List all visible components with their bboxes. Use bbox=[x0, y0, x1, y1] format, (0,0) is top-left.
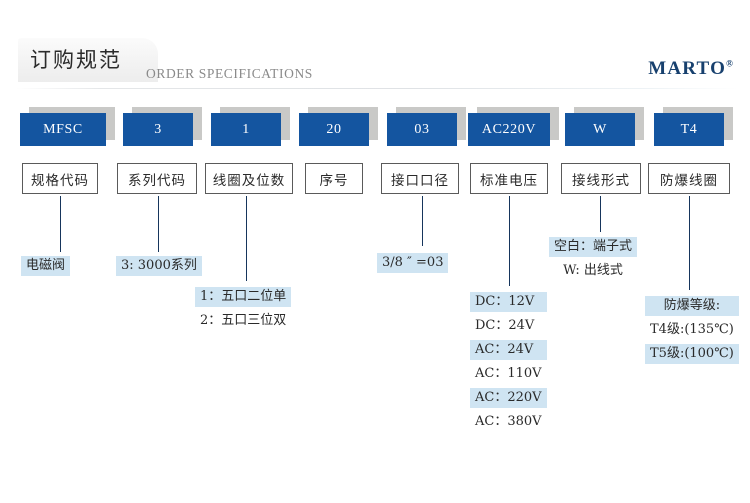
detail-option[interactable]: AC：380V bbox=[475, 414, 542, 429]
code-box-ac220v[interactable]: AC220V bbox=[468, 113, 550, 146]
code-box-03[interactable]: 03 bbox=[387, 113, 457, 146]
detail-option[interactable]: DC：24V bbox=[475, 318, 535, 333]
detail-block-1: 3: 3000系列 bbox=[116, 256, 202, 280]
brand-name: MARTO bbox=[648, 58, 727, 79]
page-title-en: ORDER SPECIFICATIONS bbox=[146, 66, 313, 81]
label-box-7[interactable]: 防爆线圈 bbox=[648, 163, 730, 194]
detail-option[interactable]: 3/8 ″ =03 bbox=[377, 253, 449, 273]
code-box-3[interactable]: 3 bbox=[123, 113, 193, 146]
label-box-0[interactable]: 规格代码 bbox=[22, 163, 98, 194]
connector-line-6 bbox=[600, 196, 602, 232]
detail-block-2: 1：五口二位单 2：五口三位双 bbox=[195, 287, 292, 335]
label-box-1[interactable]: 系列代码 bbox=[117, 163, 197, 194]
code-box-t4[interactable]: T4 bbox=[654, 113, 724, 146]
detail-option[interactable]: AC：110V bbox=[475, 366, 542, 381]
detail-option[interactable]: DC：12V bbox=[470, 292, 547, 312]
detail-option[interactable]: 1：五口二位单 bbox=[195, 287, 292, 307]
brand-logo: MARTO® bbox=[648, 58, 734, 80]
title-tab-background bbox=[18, 38, 158, 82]
code-box-mfsc[interactable]: MFSC bbox=[20, 113, 106, 146]
connector-line-0 bbox=[60, 196, 62, 252]
detail-option[interactable]: 空白：端子式 bbox=[549, 237, 638, 257]
connector-line-4 bbox=[422, 196, 424, 246]
detail-block-7: 防爆等级: T4级:(135℃) T5级:(100℃) bbox=[645, 296, 739, 368]
detail-option[interactable]: 电磁阀 bbox=[21, 256, 71, 276]
header-divider bbox=[16, 88, 738, 89]
page-title-cn: 订购规范 bbox=[30, 48, 122, 72]
code-box-w[interactable]: W bbox=[565, 113, 635, 146]
connector-line-5 bbox=[509, 196, 511, 286]
label-box-6[interactable]: 接线形式 bbox=[561, 163, 641, 194]
detail-option[interactable]: AC：220V bbox=[470, 388, 547, 408]
label-box-5[interactable]: 标准电压 bbox=[470, 163, 548, 194]
detail-option[interactable]: 2：五口三位双 bbox=[200, 313, 287, 328]
label-box-4[interactable]: 接口口径 bbox=[381, 163, 459, 194]
label-box-2[interactable]: 线圈及位数 bbox=[205, 163, 293, 194]
connector-line-7 bbox=[689, 196, 691, 290]
detail-option[interactable]: 3: 3000系列 bbox=[116, 256, 202, 276]
detail-option[interactable]: AC：24V bbox=[470, 340, 547, 360]
code-box-20[interactable]: 20 bbox=[299, 113, 369, 146]
connector-line-1 bbox=[158, 196, 160, 252]
detail-option[interactable]: 防爆等级: bbox=[645, 296, 739, 316]
detail-option[interactable]: T5级:(100℃) bbox=[645, 344, 739, 364]
detail-block-6: 空白：端子式 W: 出线式 bbox=[549, 237, 638, 285]
detail-option[interactable]: T4级:(135℃) bbox=[650, 322, 734, 337]
code-box-1[interactable]: 1 bbox=[211, 113, 281, 146]
detail-block-0: 电磁阀 bbox=[21, 256, 71, 280]
connector-line-2 bbox=[246, 196, 248, 281]
detail-block-5: DC：12V DC：24V AC：24V AC：110V AC：220V AC：380V bbox=[470, 292, 547, 436]
detail-option[interactable]: W: 出线式 bbox=[563, 263, 623, 278]
registered-trademark-icon: ® bbox=[726, 58, 734, 69]
detail-block-4: 3/8 ″ =03 bbox=[377, 253, 449, 277]
label-box-3[interactable]: 序号 bbox=[305, 163, 363, 194]
